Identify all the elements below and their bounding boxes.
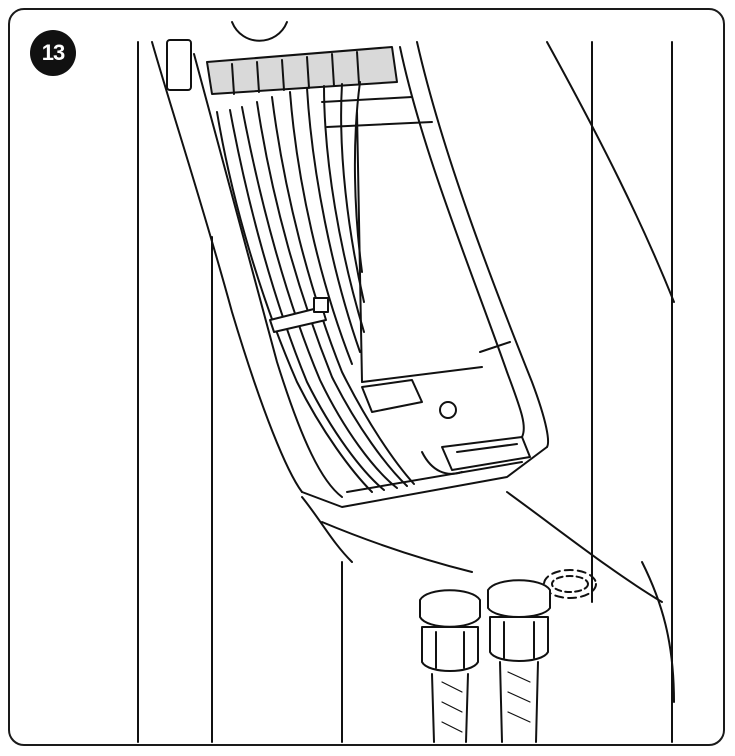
housing-body <box>151 41 663 603</box>
outer-cover <box>546 41 675 703</box>
figure-frame: 13 <box>8 8 725 746</box>
installation-diagram <box>137 21 675 743</box>
post-edges <box>137 41 673 743</box>
knockout-hole <box>543 569 597 599</box>
step-number: 13 <box>41 40 66 65</box>
bottom-clip <box>361 379 531 475</box>
cable-glands <box>419 579 551 743</box>
terminal-strip <box>166 21 398 95</box>
step-number-badge: 13 <box>30 30 76 76</box>
wire-bundle <box>216 81 415 493</box>
